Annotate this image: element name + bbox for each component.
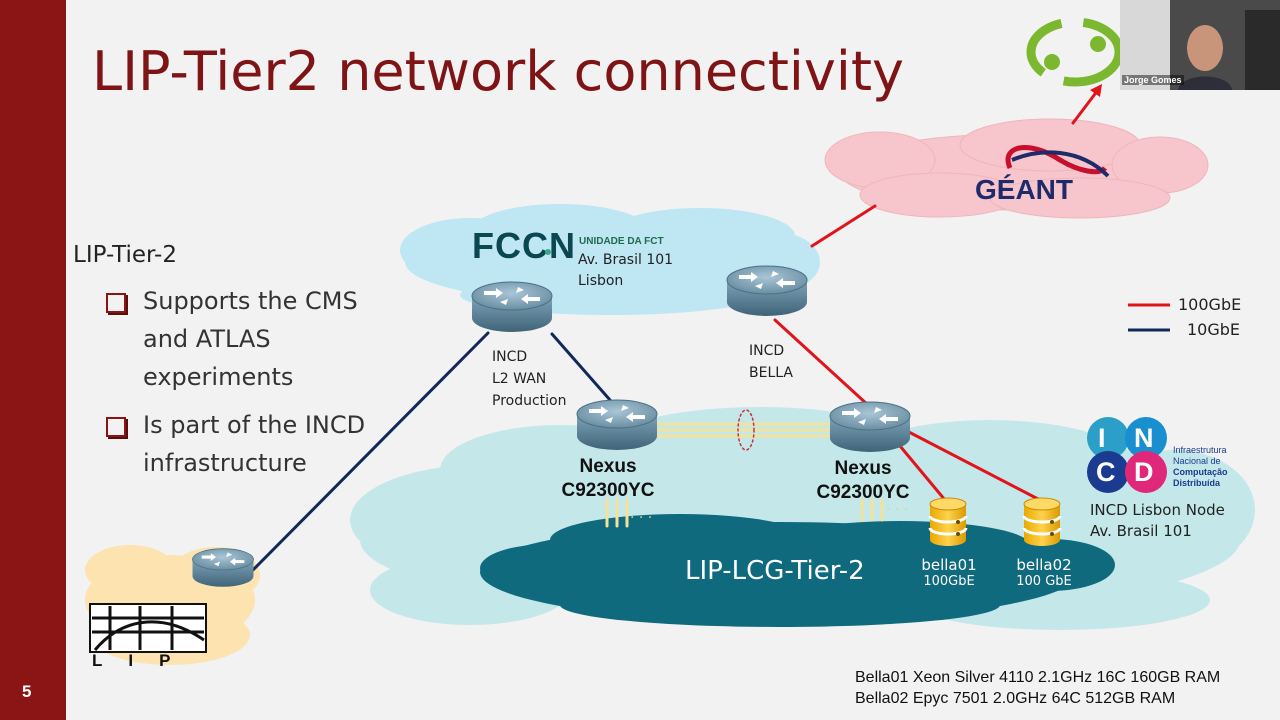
bullet-item-text: Supports the CMS and ATLAS experiments [143,287,358,391]
bella01-database-icon [928,496,968,548]
bella02-database-icon [1022,496,1062,548]
legend-10g-label: 10GbE [1187,320,1241,339]
accent-sidebar [0,0,66,720]
legend-100g-label: 100GbE [1178,295,1242,314]
fccn-router-left-icon [471,281,553,333]
fccn-address-line1: Av. Brasil 101 [578,252,674,268]
incd-letter-c: C [1096,457,1116,487]
incd-logo-icon [1087,417,1167,493]
tier2-label: LIP-LCG-Tier-2 [685,556,865,586]
lip-logo-icon [89,603,207,653]
fccn-address-line2: Lisbon [578,273,624,289]
presenter-video-icon [1120,0,1280,90]
fccn-router-right-icon [726,265,808,317]
geant-cloud [824,118,1209,219]
spec-line: Bella02 Epyc 7501 2.0GHz 64C 512GB RAM [855,690,1176,707]
nexus-right-label: Nexus C92300YC [816,458,910,503]
slide-title: LIP-Tier2 network connectivity [92,40,905,103]
lip-green-logo-icon [1026,17,1124,87]
lip-router-icon [192,548,254,588]
lip-logo-text: LIP [92,651,197,670]
incd-letter-d: D [1134,457,1154,487]
tier2-cloud [480,514,1115,627]
spec-line: Bella01 Xeon Silver 4110 2.1GHz 16C 160G… [855,669,1221,686]
checkbox-bullet-icon [106,417,126,437]
nexus-left-router-icon [576,399,658,451]
bella01-label: bella01 100GbE [921,556,977,589]
nexus-right-router-icon [829,401,911,453]
nexus-left-label: Nexus C92300YC [561,456,655,501]
page-number: 5 [22,682,32,701]
fccn-subtitle: UNIDADE DA FCT [579,236,664,247]
webcam-thumbnail[interactable]: Jorge Gomes [1120,0,1280,90]
incd-letter-i: I [1098,423,1106,453]
bullets-heading: LIP-Tier-2 [73,242,177,268]
incd-letter-n: N [1134,423,1154,453]
bullet-item-text: Is part of the INCD infrastructure [143,411,366,477]
link-lines: · · · · · · [251,84,1102,572]
fccn-cloud [400,204,820,315]
svg-text:· · ·: · · · [886,502,908,518]
fccn-logo-icon: FCCN [472,225,576,266]
bella02-label: bella02 100 GbE [1016,556,1072,589]
incd-node-label: INCD Lisbon Node Av. Brasil 101 [1090,501,1225,540]
checkbox-bullet-icon [106,293,126,313]
geant-logo-icon [1005,145,1110,178]
webcam-presenter-name: Jorge Gomes [1122,75,1184,85]
geant-logo-text: GÉANT [975,174,1073,205]
incd-bella-label: INCD BELLA [749,343,793,381]
incd-description: Infraestrutura Nacional de Computação Di… [1173,445,1228,488]
server-specs: Bella01 Xeon Silver 4110 2.1GHz 16C 160G… [855,667,1220,709]
svg-text:· · ·: · · · [630,510,652,526]
incd-l2-label: INCD L2 WAN Production [492,349,567,409]
